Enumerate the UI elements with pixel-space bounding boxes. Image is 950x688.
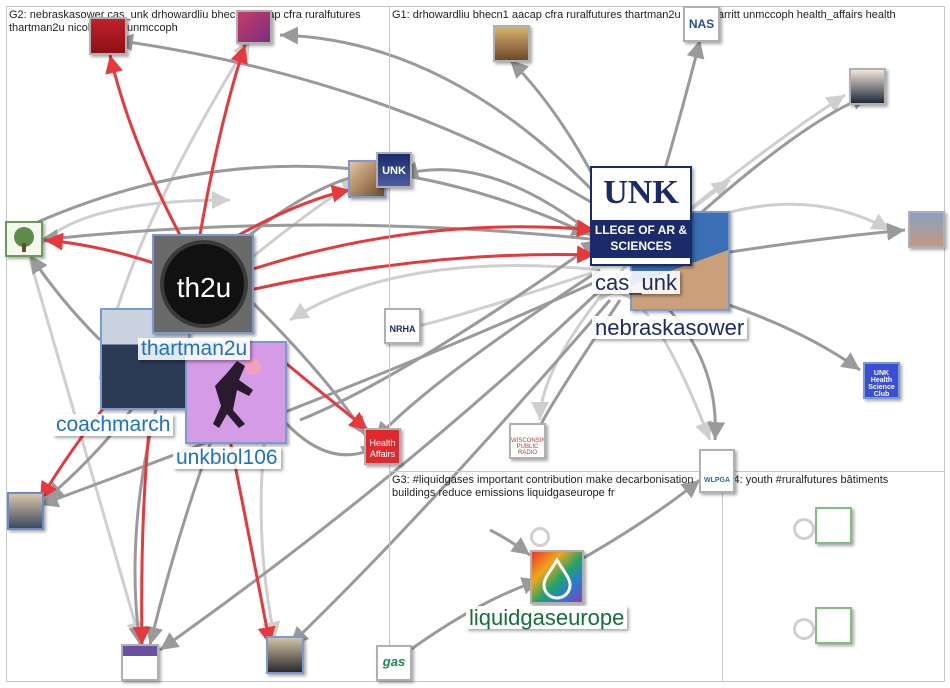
edge	[279, 26, 622, 221]
avatar-node-cas-unk[interactable]: UNK LLEGE OF AR & SCIENCES	[590, 166, 692, 266]
edge	[44, 232, 161, 267]
edge	[38, 399, 112, 501]
edge	[39, 278, 601, 508]
avatar-node-thartman2u[interactable]: th2u	[152, 234, 254, 334]
edge	[229, 184, 351, 242]
droplet-icon	[542, 557, 572, 600]
self-loop-ring	[530, 527, 550, 547]
edge	[249, 245, 596, 292]
avatar-node-nrha[interactable]: NRHA	[384, 308, 421, 344]
avatar-node-unk-building[interactable]: UNK	[376, 152, 412, 188]
avatar-node-unk-health-science[interactable]: UNK Health Science Club	[863, 362, 900, 399]
avatar-node-woman-portrait[interactable]	[266, 636, 304, 674]
unk-logo-text: UNK	[603, 174, 679, 211]
avatar-node-health-affairs[interactable]: Health Affairs	[364, 428, 401, 465]
edge	[114, 33, 621, 222]
banksy-thrower-icon	[213, 359, 261, 428]
avatar-node-green-org[interactable]	[815, 607, 852, 644]
edge	[198, 44, 248, 236]
avatar-node-woman-blond[interactable]	[493, 25, 530, 62]
avatar-node-red-book[interactable]	[89, 17, 127, 55]
avatar-node-nas-logo[interactable]: NAS	[683, 6, 720, 42]
red-edges	[38, 44, 596, 646]
edge	[489, 528, 531, 557]
avatar-node-tree-logo[interactable]	[5, 221, 43, 257]
avatar-node-gas-logo[interactable]: gas	[376, 645, 412, 681]
edge	[105, 54, 182, 236]
node-label-unkbiol106: unkbiol106	[173, 446, 281, 470]
edge	[19, 164, 591, 237]
group-label-g2: G2: nebraskasower cas_unk drhowardliu bh…	[9, 9, 361, 34]
avatar-node-person-glasses[interactable]	[7, 492, 44, 530]
group-label-g3: G3: #liquidgases important contribution …	[392, 474, 694, 499]
edge	[289, 264, 601, 322]
node-label-thartman2u: thartman2u	[138, 337, 251, 361]
avatar-node-man-suit[interactable]	[849, 68, 886, 105]
self-loop-ring	[793, 518, 815, 540]
avatar-node-flyer[interactable]	[121, 644, 159, 681]
edge	[132, 419, 152, 646]
self-loop-ring	[793, 618, 815, 640]
edge	[28, 259, 144, 641]
group-box-g4	[722, 471, 945, 682]
edge	[658, 298, 726, 441]
avatar-node-liquidgaseurope[interactable]	[530, 550, 584, 604]
avatar-node-wisconsin-radio[interactable]: WISCONSIN PUBLIC RADIO	[509, 423, 546, 459]
edge	[249, 219, 596, 272]
group-label-g1: G1: drhowardliu bhecn1 aacap cfra ruralf…	[392, 9, 896, 21]
edge	[288, 299, 612, 647]
edge	[299, 238, 601, 422]
avatar-node-woman-dark[interactable]	[908, 211, 945, 248]
node-label-cas-unk: cas_unk	[592, 271, 680, 294]
node-label-nebraskasower: nebraskasower	[592, 316, 748, 339]
node-label-liquidgaseurope: liquidgaseurope	[466, 606, 628, 629]
edge	[39, 223, 601, 248]
avatar-node-france-org[interactable]	[815, 507, 852, 544]
avatar-node-wlpga[interactable]: WLPGA	[699, 449, 735, 493]
node-label-coachmarch: coachmarch	[53, 413, 174, 437]
edge	[28, 254, 102, 342]
edge	[579, 478, 701, 562]
group-label-g4: G4: youth #ruralfutures bâtiments	[725, 474, 889, 486]
tree-icon	[14, 227, 34, 252]
edge	[159, 288, 602, 652]
unk-college-banner: LLEGE OF AR & SCIENCES	[592, 220, 690, 258]
avatar-node-magazine[interactable]	[236, 10, 272, 44]
th2u-logo: th2u	[160, 240, 248, 328]
